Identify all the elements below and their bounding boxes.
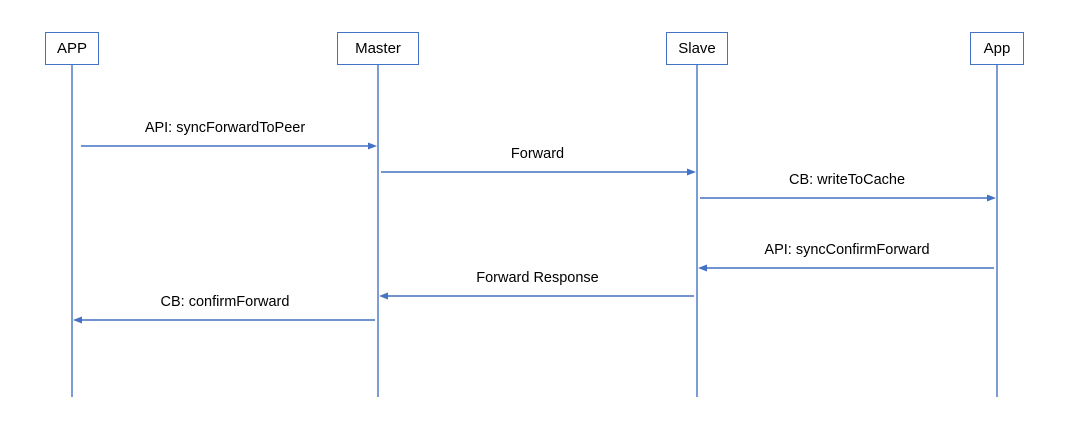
message-label: CB: confirmForward — [160, 294, 290, 310]
actor-box-app: App — [970, 32, 1024, 65]
message-label: CB: writeToCache — [788, 172, 906, 188]
message-label: API: syncForwardToPeer — [144, 120, 306, 136]
actor-box-app: APP — [45, 32, 99, 65]
actor-label: Master — [355, 40, 401, 57]
message-label: Forward — [510, 146, 565, 162]
actor-box-slave: Slave — [666, 32, 728, 65]
actor-box-master: Master — [337, 32, 419, 65]
message-label: API: syncConfirmForward — [764, 242, 930, 258]
actor-label: Slave — [678, 40, 716, 57]
actor-label: App — [983, 40, 1011, 57]
message-label: Forward Response — [476, 270, 599, 286]
actor-label: APP — [56, 40, 87, 57]
